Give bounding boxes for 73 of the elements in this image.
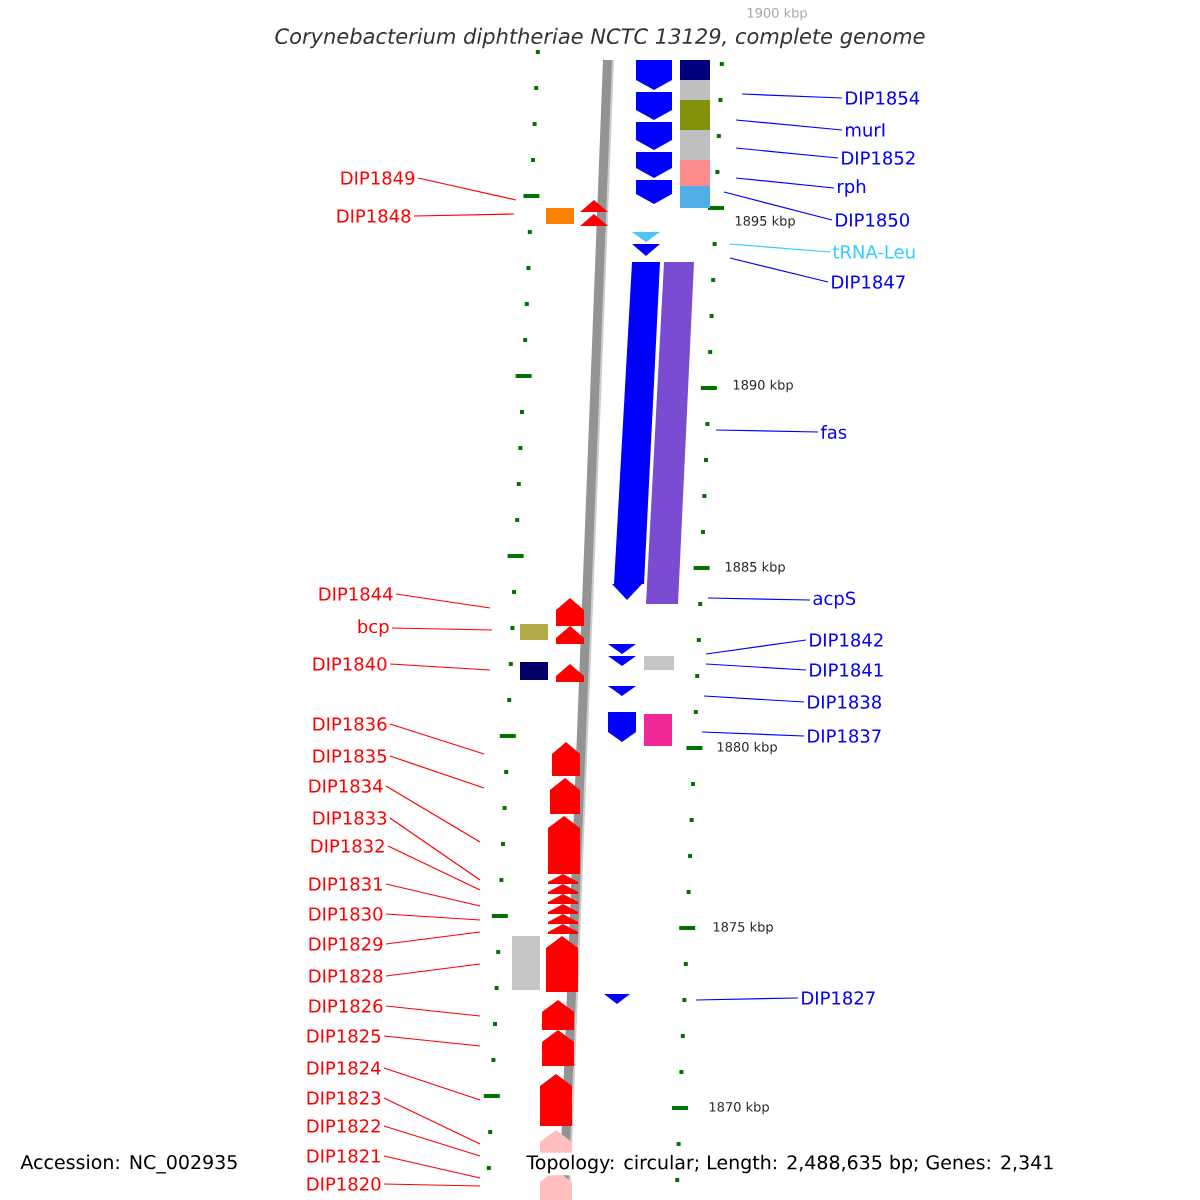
leader-line [383,1067,481,1101]
leader-line [715,429,819,433]
gene-label: DIP1850 [836,213,910,227]
leader-line [735,177,835,189]
gene-label: DIP1852 [842,151,915,165]
leader-line [389,755,485,789]
gene-label: DIP1837 [808,729,881,743]
gene-label: DIP1849 [341,171,415,185]
leader-line [413,213,515,217]
gene-label: DIP1825 [307,1029,380,1043]
leader-line [735,119,843,131]
footer-text: Topology: circular; Length: 2,488,635 bp; Genes: 2,341 [524,1152,1057,1176]
leader-line [383,1035,481,1047]
leader-line [389,723,485,755]
gene-label: rph [838,179,866,197]
leader-line [389,663,491,671]
leader-line [391,627,493,631]
gene-label: DIP1831 [309,877,382,891]
leader-line [723,191,833,221]
leader-line [705,663,807,671]
gene-label: DIP1842 [810,633,883,647]
leader-line [385,913,481,921]
gene-label: DIP1828 [309,969,383,983]
gene-label: DIP1848 [337,209,411,223]
leader-line [705,639,807,655]
gene-label: DIP1827 [802,991,875,1005]
gene-label: DIP1824 [307,1061,381,1075]
leader-line [707,597,811,601]
gene-label: DIP1840 [313,657,387,671]
gene-label: DIP1826 [309,999,383,1013]
gene-label: DIP1836 [313,717,387,731]
leader-line [383,1125,481,1157]
leader-line [701,731,805,737]
gene-label: DIP1835 [313,749,386,763]
leader-line [385,931,481,945]
gene-label: DIP1823 [307,1091,381,1105]
title: Corynebacterium diphtheriae NCTC 13129, complete genome [275,27,925,49]
gene-label: murI [846,123,885,137]
leader-line [383,1155,481,1179]
gene-label: fas [820,425,847,439]
leader-line [695,997,799,1001]
footer-text: Accession: NC_002935 [18,1152,241,1176]
leader-line [741,93,843,99]
gene-label: bcp [358,619,389,637]
gene-label: DIP1829 [309,937,383,951]
gene-label: DIP1841 [810,663,883,677]
gene-label: DIP1838 [808,695,881,709]
leader-line [735,147,839,159]
gene-label: DIP1832 [311,839,384,853]
leader-line [729,243,831,253]
gene-label: DIP1844 [319,587,393,601]
leader-line [703,695,805,703]
gene-label: DIP1854 [846,91,920,105]
leader-line [383,1183,481,1187]
gene-label: acpS [813,591,856,609]
gene-label: DIP1847 [832,275,905,289]
leader-line [387,845,481,891]
leader-line [385,963,481,977]
gene-label: DIP1833 [313,811,387,825]
gene-label: DIP1820 [307,1177,381,1191]
leader-line [383,1097,481,1145]
leader-line [385,785,481,843]
leader-line [385,883,481,907]
gene-label: tRNA-Leu [832,245,915,259]
leader-line [729,257,829,283]
gene-label: DIP1822 [307,1119,380,1133]
leader-line [417,177,517,201]
leader-line [395,593,491,609]
gene-label: DIP1830 [309,907,383,921]
leader-line [389,817,481,881]
gene-label: DIP1834 [309,779,383,793]
gene-label: DIP1821 [307,1149,380,1163]
leader-line [385,1005,481,1017]
